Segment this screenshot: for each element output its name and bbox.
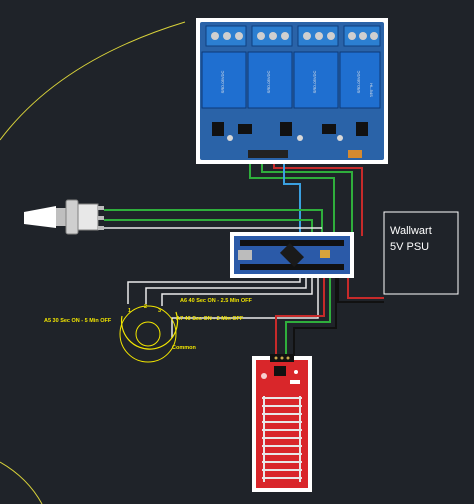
- pot-common-label: Common: [172, 345, 196, 351]
- wire-relay-green-1: [249, 160, 335, 236]
- svg-text:SRD-05VDC: SRD-05VDC: [266, 71, 271, 94]
- water-level-sensor: [252, 354, 312, 492]
- psu-box: Wallwart 5V PSU: [383, 211, 459, 295]
- wire-switch-green-2: [104, 219, 313, 236]
- wire-psu-black: [337, 276, 384, 303]
- wire-pot-2: [145, 276, 307, 304]
- wire-relay-green-2: [261, 160, 353, 236]
- pot-pin-2-label: A6 40 Sec ON - 2.5 Min OFF: [180, 298, 252, 304]
- pot-pin-1: 1: [128, 308, 131, 314]
- relay-terminals: [205, 25, 381, 47]
- arduino-nano: [230, 232, 354, 278]
- psu-voltage: 5V PSU: [390, 241, 429, 253]
- relay-model-label: HL-54S: [369, 83, 374, 97]
- svg-text:SRD-05VDC: SRD-05VDC: [356, 71, 361, 94]
- toggle-switch: [24, 199, 104, 235]
- wire-pot-3: [161, 276, 313, 306]
- svg-text:SRD-05VDC: SRD-05VDC: [312, 71, 317, 94]
- wire-sensor-green: [285, 276, 331, 356]
- pot-pin-3-label: A7 40 Sec ON - 2 Min OFF: [176, 316, 244, 322]
- wire-sensor-black: [293, 276, 337, 356]
- relay-cubes: SRD-05VDC SRD-05VDC SRD-05VDC SRD-05VDC: [201, 51, 381, 109]
- psu-title: Wallwart: [390, 225, 432, 237]
- svg-text:SRD-05VDC: SRD-05VDC: [220, 71, 225, 94]
- relay-module: SRD-05VDC SRD-05VDC SRD-05VDC SRD-05VDC …: [196, 18, 388, 164]
- pot-pin-2: 2: [144, 304, 147, 310]
- relay-components: [212, 122, 368, 158]
- wire-psu-red: [347, 276, 384, 299]
- wire-pot-common: [171, 276, 319, 338]
- sensor-traces: [262, 396, 302, 482]
- potentiometer: 1 2 3 A5 30 Sec ON - 5 Min OFF A6 40 Sec…: [44, 298, 252, 363]
- pot-pin-3: 3: [158, 308, 161, 314]
- wire-pot-1: [127, 276, 301, 304]
- background-arc-bottom: [0, 461, 43, 504]
- pot-pin-1-label: A5 30 Sec ON - 5 Min OFF: [44, 318, 112, 324]
- background-arc-top: [0, 21, 186, 141]
- wire-sensor-red: [275, 276, 325, 356]
